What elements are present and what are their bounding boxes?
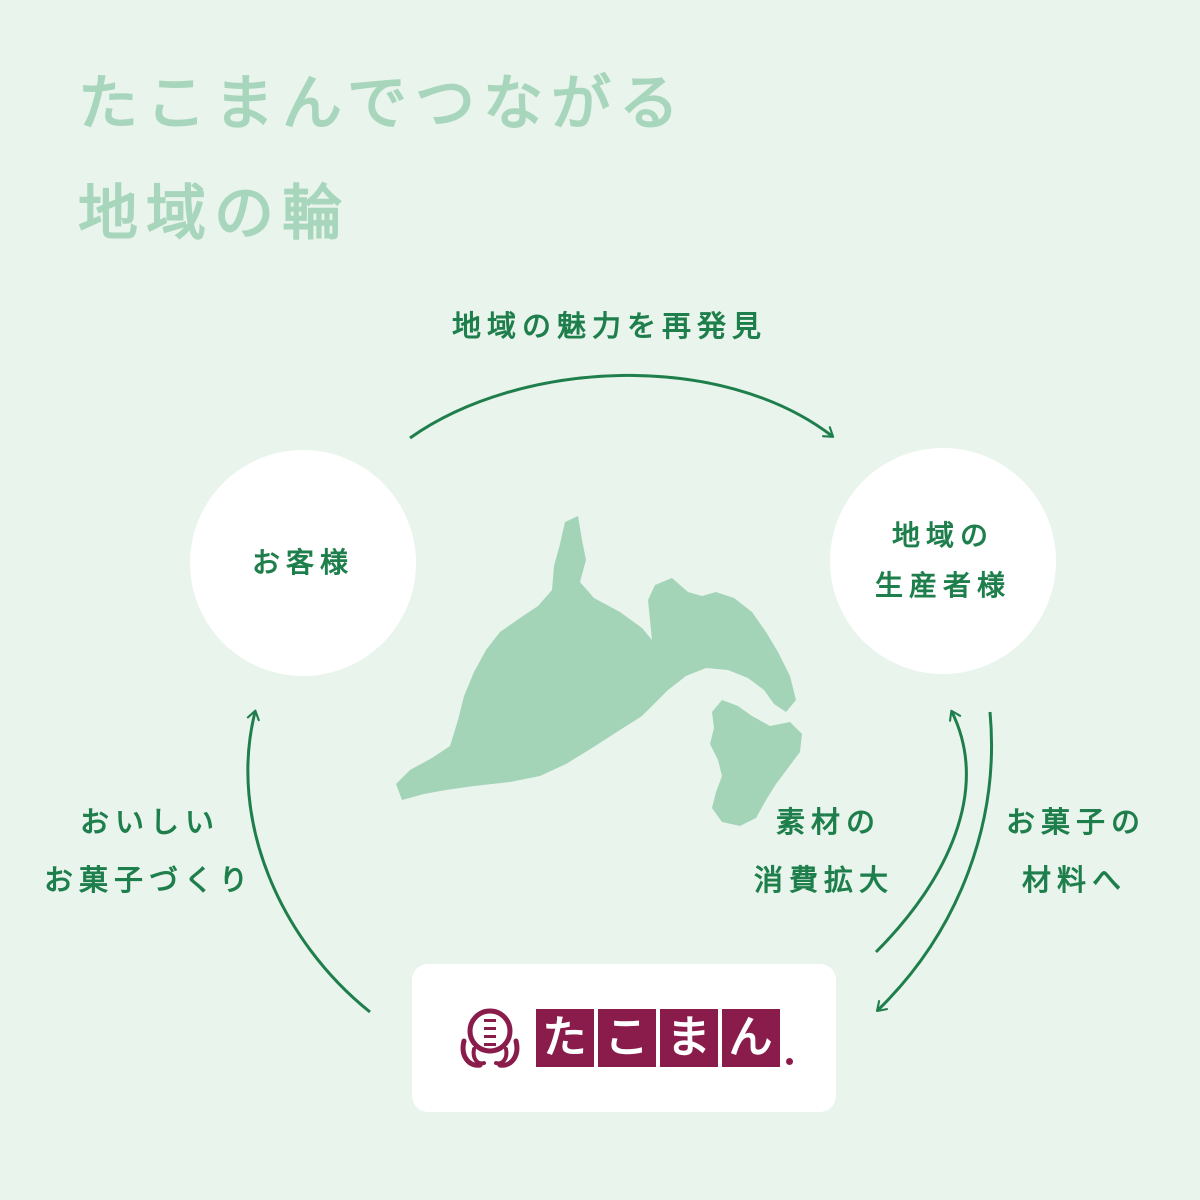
arrow-logo-to-producer [874,709,968,954]
shizuoka-map [396,516,802,826]
edge-label-outer-right-line1: お菓子の [1006,805,1147,839]
brand-char: ま [659,1009,718,1067]
edge-label-left-line2: お菓子づくり [44,863,255,897]
node-customer: お客様 [190,450,416,676]
brand-dot [785,1058,793,1065]
brand-wordmark: た こ ま ん [535,1009,793,1067]
edge-label-inner-right-line1: 素材の [776,805,882,839]
brand-char: ん [721,1009,780,1067]
map-izu-peninsula [710,700,802,826]
node-customer-label: お客様 [251,546,354,579]
edge-label-left-line1: おいしい [80,805,221,839]
node-producer-label-line2: 生産者様 [874,569,1011,602]
node-producer-label-line1: 地域の [891,519,994,552]
map-mainland [396,516,796,800]
brand-char: た [535,1009,594,1067]
node-producer: 地域の 生産者様 [830,448,1056,674]
diagram-title-line2: 地域の輪 [78,179,350,249]
node-company-logo: た こ ま ん [412,964,836,1112]
diagram-title-line1: たこまんでつながる [78,69,687,139]
arrow-customer-to-producer [409,374,835,440]
edge-label-inner-right-line2: 消費拡大 [754,863,895,897]
edge-label-outer-right-line2: 材料へ [1022,863,1128,897]
brand-char: こ [597,1009,656,1067]
edge-label-top: 地域の魅力を再発見 [452,309,768,343]
arrow-producer-to-logo [875,711,994,1013]
octopus-crest-icon [460,1008,519,1068]
arrow-logo-to-customer [246,709,371,1014]
